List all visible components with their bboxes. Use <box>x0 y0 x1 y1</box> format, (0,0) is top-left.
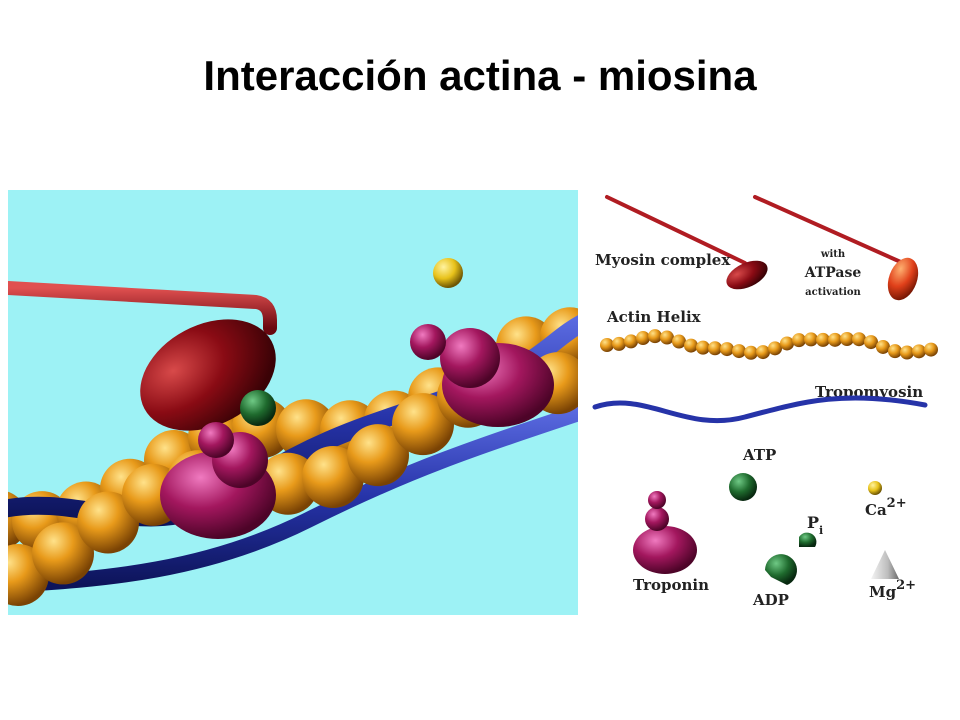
legend-actin-helix-icon <box>600 329 938 360</box>
actin-bead <box>636 331 650 346</box>
legend-actin-helix-label: Actin Helix <box>606 308 702 326</box>
actin-bead <box>32 522 94 585</box>
legend-pi-icon <box>799 532 817 547</box>
legend-atpase-line2: ATPase <box>804 265 862 281</box>
actin-bead <box>804 332 818 347</box>
actin-bead <box>708 341 722 356</box>
actin-bead <box>720 342 734 357</box>
myosin-rod <box>8 281 277 335</box>
actin-bead <box>924 342 938 357</box>
legend-pi-label: Pi <box>807 513 823 537</box>
legend-magnesium-label: Mg2+ <box>869 578 916 601</box>
calcium-ion <box>433 258 463 288</box>
legend-calcium-icon <box>868 481 882 495</box>
legend-panel: Myosin complex with ATPase activation Ac… <box>592 195 938 609</box>
actin-bead <box>792 333 806 348</box>
actin-bead <box>696 340 710 355</box>
troponin-complex-front <box>160 422 276 539</box>
actin-bead <box>876 339 890 354</box>
legend-atpase-line3: activation <box>805 287 861 298</box>
legend-troponin-icon <box>633 491 697 574</box>
actin-bead <box>768 341 782 356</box>
atp-molecule <box>240 390 276 426</box>
legend-troponin-label: Troponin <box>633 576 709 594</box>
actin-bead <box>744 345 758 360</box>
actin-bead <box>624 334 638 349</box>
actin-bead <box>684 338 698 353</box>
tropomyosin-rope-lower <box>8 404 578 593</box>
legend-myosin-activated-icon <box>753 195 919 301</box>
actin-bead <box>392 393 454 456</box>
actin-bead <box>612 336 626 351</box>
actin-bead <box>816 332 830 347</box>
legend-adp-icon <box>765 554 797 585</box>
legend-adp-label: ADP <box>752 591 789 609</box>
actin-bead <box>912 344 926 359</box>
actin-bead <box>780 336 794 351</box>
actin-bead <box>672 334 686 349</box>
legend-myosin-complex-label: Myosin complex <box>595 251 731 269</box>
actin-bead <box>660 330 674 345</box>
legend-magnesium-icon <box>871 550 899 579</box>
actin-bead <box>828 332 842 347</box>
actin-bead <box>77 491 139 554</box>
actin-bead <box>648 329 662 344</box>
actin-bead <box>600 338 614 352</box>
actin-bead <box>840 332 854 347</box>
legend-atp-label: ATP <box>742 446 776 464</box>
actin-bead <box>756 345 770 360</box>
legend-atpase-line1: with <box>820 249 846 260</box>
actin-bead <box>900 345 914 360</box>
legend-tropomyosin-icon <box>592 395 928 424</box>
troponin-complex-back <box>410 324 554 427</box>
legend-atp-icon <box>729 473 757 501</box>
actin-bead <box>732 344 746 359</box>
actin-bead <box>864 335 878 350</box>
legend-myosin-complex-icon <box>605 195 768 290</box>
actin-bead <box>852 332 866 347</box>
slide-title: Interacción actina - miosina <box>203 52 757 99</box>
legend-calcium-label: Ca2+ <box>865 496 907 519</box>
actin-bead <box>888 344 902 359</box>
actin-myosin-scene <box>8 190 578 615</box>
actin-bead <box>347 424 409 487</box>
